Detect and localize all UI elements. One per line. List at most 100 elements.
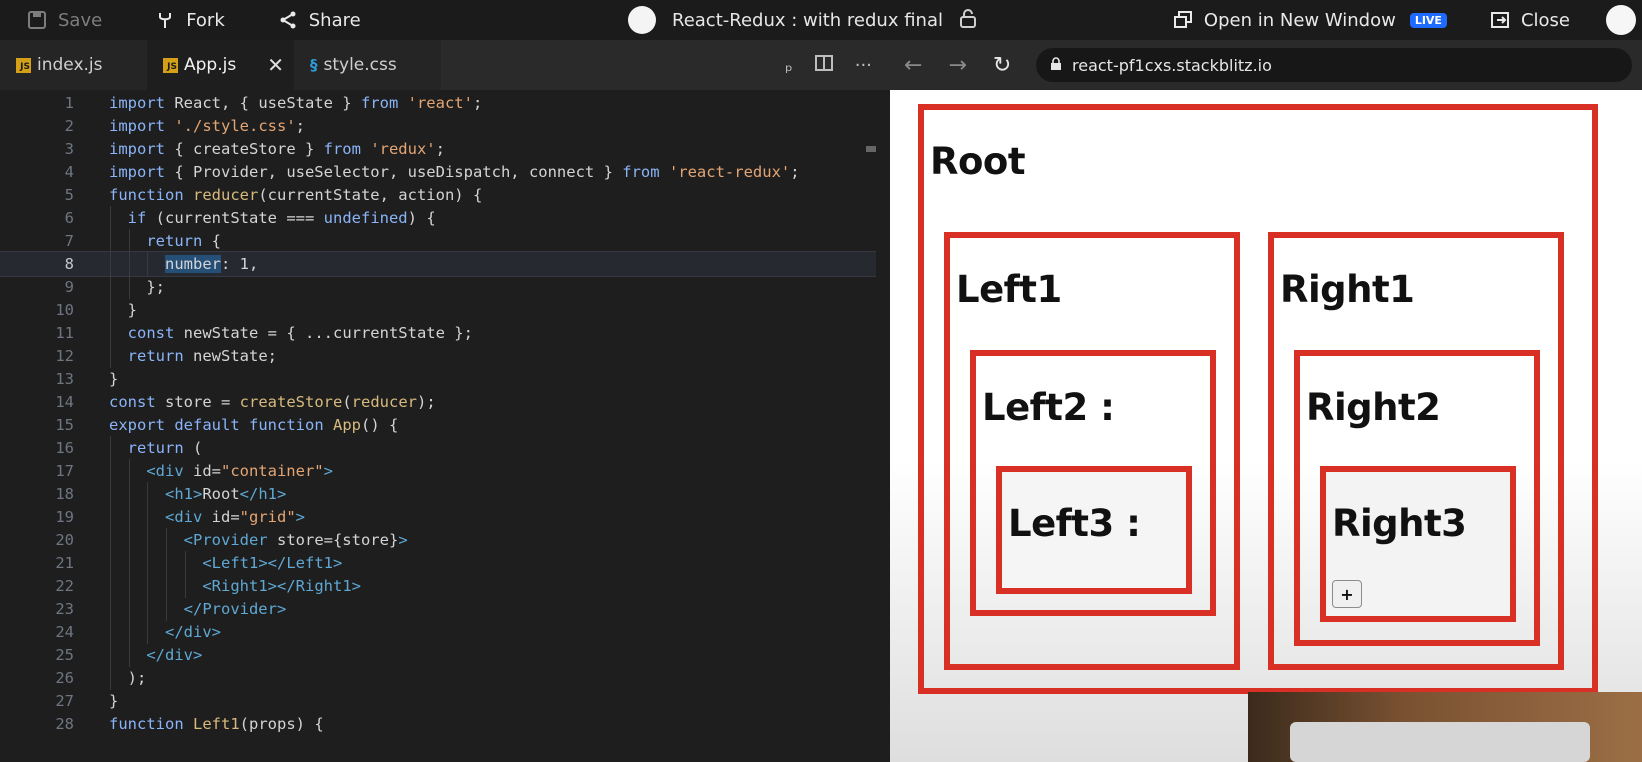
indent-guide	[110, 459, 111, 483]
project-status-dot	[628, 6, 656, 34]
indent-guide	[166, 597, 168, 621]
webcam-overlay	[1248, 692, 1642, 762]
indent-guide	[147, 620, 149, 644]
code-line[interactable]: 16 return (	[0, 436, 876, 460]
tab-style-css[interactable]: § style.css	[294, 40, 441, 90]
line-number: 20	[55, 531, 74, 549]
line-number: 8	[64, 255, 74, 273]
preview-url: react-pf1cxs.stackblitz.io	[1072, 55, 1272, 75]
indent-guide	[147, 597, 149, 621]
back-arrow-icon[interactable]: ←	[904, 52, 923, 78]
code-line[interactable]: 7 return {	[0, 229, 876, 253]
code-line[interactable]: 22 <Right1></Right1>	[0, 574, 876, 598]
code-text: import { Provider, useSelector, useDispa…	[109, 163, 800, 181]
code-text: </div>	[165, 623, 222, 641]
left1-box: Left1 Left2 : Left3 :	[944, 232, 1240, 670]
avatar[interactable]	[1606, 5, 1636, 35]
code-line[interactable]: 17 <div id="container">	[0, 459, 876, 483]
code-line[interactable]: 6 if (currentState === undefined) {	[0, 206, 876, 230]
line-number: 24	[55, 623, 74, 641]
tab-index-js[interactable]: JS index.js	[0, 40, 147, 90]
tab-app-js[interactable]: JS App.js ✕	[147, 40, 294, 90]
indent-guide	[147, 505, 149, 529]
lock-icon	[1050, 56, 1062, 75]
code-line[interactable]: 19 <div id="grid">	[0, 505, 876, 529]
close-panel-icon	[1489, 9, 1511, 31]
code-text: </div>	[146, 646, 203, 664]
code-line[interactable]: 26 );	[0, 666, 876, 690]
code-text: }	[109, 370, 119, 388]
indent-guide	[128, 229, 130, 253]
indent-guide	[110, 321, 111, 345]
project-title[interactable]: React-Redux : with redux final	[672, 9, 943, 31]
code-line[interactable]: 27}	[0, 689, 876, 713]
code-text: <Right1></Right1>	[202, 577, 361, 595]
indent-guide	[184, 574, 186, 598]
share-icon	[277, 9, 299, 31]
code-line[interactable]: 13}	[0, 367, 876, 391]
indent-guide	[110, 275, 111, 299]
code-line[interactable]: 21 <Left1></Left1>	[0, 551, 876, 575]
line-number: 28	[55, 715, 74, 733]
close-tab-icon[interactable]: ✕	[267, 53, 284, 77]
code-text: <div id="container">	[146, 462, 333, 480]
line-number: 13	[55, 370, 74, 388]
close-button[interactable]: Close	[1477, 0, 1582, 40]
prettier-icon[interactable]: ₚ	[785, 54, 793, 76]
code-line[interactable]: 8 number: 1,	[0, 251, 876, 277]
share-button[interactable]: Share	[265, 0, 373, 40]
fork-button[interactable]: Fork	[142, 0, 237, 40]
app-preview: Root Left1 Left2 : Left3 : Right1 Right2…	[890, 90, 1642, 762]
increment-button[interactable]: +	[1332, 580, 1362, 608]
code-text: import React, { useState } from 'react';	[109, 94, 483, 112]
code-text: return {	[146, 232, 221, 250]
indent-guide	[184, 551, 186, 575]
code-line[interactable]: 25 </div>	[0, 643, 876, 667]
indent-guide	[110, 252, 111, 276]
indent-guide	[110, 206, 111, 230]
code-line[interactable]: 9 };	[0, 275, 876, 299]
code-line[interactable]: 18 <h1>Root</h1>	[0, 482, 876, 506]
top-toolbar: Save Fork Share React-Redux : with redux…	[0, 0, 1642, 40]
more-options-icon[interactable]: ···	[854, 54, 872, 76]
code-line[interactable]: 24 </div>	[0, 620, 876, 644]
split-view-icon[interactable]	[814, 54, 833, 77]
code-text: };	[109, 278, 165, 296]
right2-heading: Right2	[1306, 386, 1441, 429]
save-button[interactable]: Save	[14, 0, 114, 40]
unlock-icon[interactable]	[959, 8, 977, 33]
scrollbar-marker[interactable]	[866, 146, 876, 152]
preview-url-bar[interactable]: react-pf1cxs.stackblitz.io	[1036, 48, 1632, 82]
indent-guide	[110, 666, 111, 690]
js-file-icon: JS	[16, 57, 31, 73]
indent-guide	[147, 528, 149, 552]
code-line[interactable]: 10 }	[0, 298, 876, 322]
forward-arrow-icon[interactable]: →	[948, 52, 967, 78]
new-window-icon	[1172, 9, 1194, 31]
indent-guide	[110, 643, 111, 667]
line-number: 22	[55, 577, 74, 595]
left2-box: Left2 : Left3 :	[970, 350, 1216, 616]
open-new-window-button[interactable]: Open in New Window LIVE	[1160, 0, 1459, 40]
reload-icon[interactable]: ↻	[992, 52, 1012, 78]
code-text: <div id="grid">	[165, 508, 305, 526]
right3-box: Right3 +	[1320, 466, 1516, 622]
right1-heading: Right1	[1280, 268, 1415, 311]
indent-guide	[128, 574, 130, 598]
line-number: 11	[55, 324, 74, 342]
right2-box: Right2 Right3 +	[1294, 350, 1540, 646]
code-line[interactable]: 20 <Provider store={store}>	[0, 528, 876, 552]
line-number: 15	[55, 416, 74, 434]
code-line[interactable]: 11 const newState = { ...currentState };	[0, 321, 876, 345]
code-line[interactable]: 23 </Provider>	[0, 597, 876, 621]
code-line[interactable]: 12 return newState;	[0, 344, 876, 368]
